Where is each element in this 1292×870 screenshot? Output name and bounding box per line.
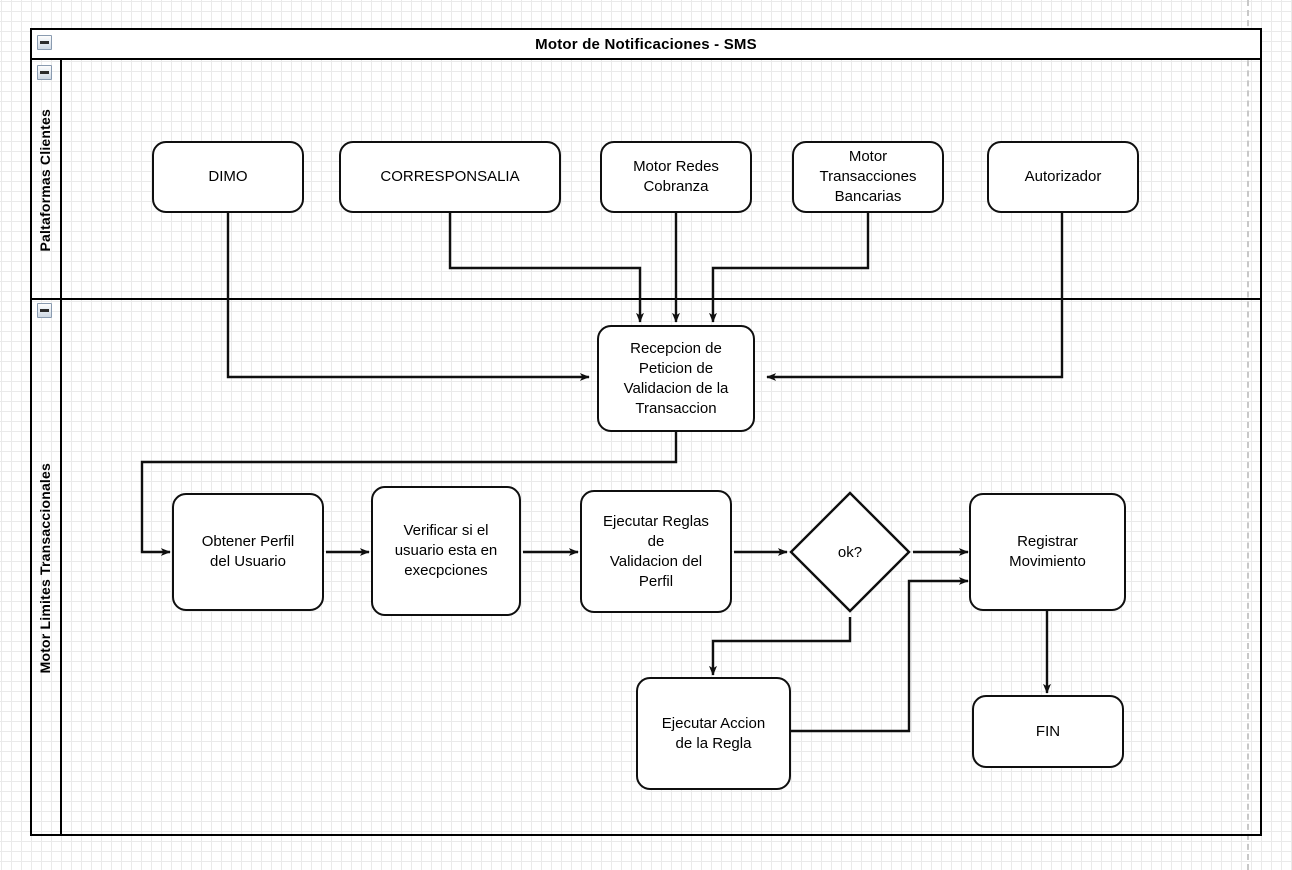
node-autorizador[interactable]: Autorizador xyxy=(987,141,1139,213)
lane-motor-limites-transaccionales xyxy=(30,300,1262,836)
node-dimo[interactable]: DIMO xyxy=(152,141,304,213)
diamond-shape xyxy=(789,491,911,613)
node-decision-ok[interactable]: ok? xyxy=(789,491,911,613)
pool-title: Motor de Notificaciones - SMS xyxy=(535,35,757,53)
lane-header-paltaformas-clientes: Paltaformas Clientes xyxy=(30,60,62,300)
node-obtener-perfil-usuario[interactable]: Obtener Perfil del Usuario xyxy=(172,493,324,611)
node-motor-redes-cobranza[interactable]: Motor Redes Cobranza xyxy=(600,141,752,213)
lane-label-motor-limites: Motor Limites Transaccionales xyxy=(37,462,53,674)
page-break-line xyxy=(1247,0,1249,870)
node-registrar-movimiento[interactable]: Registrar Movimiento xyxy=(969,493,1126,611)
node-recepcion-peticion-validacion[interactable]: Recepcion de Peticion de Validacion de l… xyxy=(597,325,755,432)
lane-label-paltaformas-clientes: Paltaformas Clientes xyxy=(37,108,53,252)
decision-ok-label: ok? xyxy=(837,543,863,561)
node-ejecutar-reglas-validacion[interactable]: Ejecutar Reglas de Validacion del Perfil xyxy=(580,490,732,613)
pool-collapse-icon[interactable] xyxy=(37,35,52,50)
lane-motor-collapse-icon[interactable] xyxy=(37,303,52,318)
pool-header: Motor de Notificaciones - SMS xyxy=(30,28,1262,60)
node-ejecutar-accion-regla[interactable]: Ejecutar Accion de la Regla xyxy=(636,677,791,790)
node-fin[interactable]: FIN xyxy=(972,695,1124,768)
node-verificar-excepciones[interactable]: Verificar si el usuario esta en execpcio… xyxy=(371,486,521,616)
lane-header-motor-limites: Motor Limites Transaccionales xyxy=(30,300,62,836)
node-corresponsalia[interactable]: CORRESPONSALIA xyxy=(339,141,561,213)
node-motor-transacciones-bancarias[interactable]: Motor Transacciones Bancarias xyxy=(792,141,944,213)
lane-clientes-collapse-icon[interactable] xyxy=(37,65,52,80)
lane-paltaformas-clientes xyxy=(30,60,1262,300)
